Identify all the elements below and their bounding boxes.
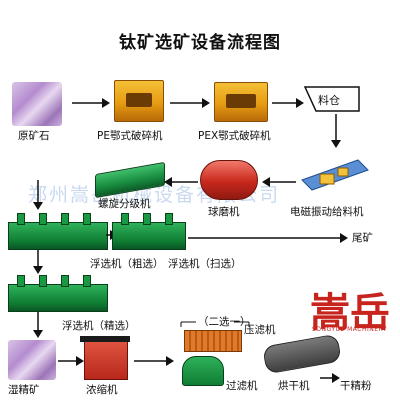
arrow-silo-down [331, 114, 341, 148]
pe-crusher-label: PE鄂式破碎机 [97, 130, 163, 142]
pe-crusher-image [114, 80, 164, 122]
filter-press-image [184, 330, 242, 352]
flotation-rough-label: 浮选机（粗选） [90, 258, 164, 270]
spiral-classifier-label: 螺旋分级机 [98, 198, 151, 210]
thickener-image [84, 340, 128, 380]
arrow-rough-to-clean [33, 250, 43, 274]
arrow-mill-to-classifier [164, 177, 198, 187]
ball-mill-label: 球磨机 [208, 206, 240, 218]
logo-seal: 嵩岳 [310, 289, 390, 336]
pex-crusher-label: PEX鄂式破碎机 [198, 130, 271, 142]
arrow-dryer-to-dry [320, 373, 340, 383]
arrow-pe-to-pex [170, 98, 210, 108]
raw-ore-label: 原矿石 [18, 130, 50, 142]
arrow-thickener-to-filter [134, 356, 174, 366]
silo-label: 料仓 [318, 94, 340, 107]
raw-ore-image [12, 82, 62, 126]
thickener-top [80, 336, 130, 342]
vibrating-feeder-image [301, 159, 369, 191]
ball-mill-image [200, 160, 258, 200]
vibrating-feeder-label: 电磁振动给料机 [290, 206, 364, 218]
arrow-pex-to-silo [272, 98, 304, 108]
dryer-label: 烘干机 [278, 380, 310, 392]
flotation-rough-image [8, 213, 108, 250]
arrow-to-tailings [188, 233, 348, 243]
dryer-image [262, 333, 342, 375]
wet-concentrate-image [8, 340, 56, 380]
arrow-classifier-to-flotation [33, 180, 43, 210]
silo-shape [304, 86, 360, 112]
filter-label: 过滤机 [226, 380, 258, 392]
filter-press-label: 压滤机 [244, 324, 276, 336]
flotation-clean-label: 浮选机（精选） [62, 320, 136, 332]
wet-concentrate-label: 湿精矿 [8, 384, 40, 396]
arrow-ore-to-pe [72, 98, 110, 108]
thickener-label: 浓缩机 [86, 384, 118, 396]
page-title: 钛矿选矿设备流程图 [119, 33, 281, 53]
flotation-clean-image [8, 275, 108, 312]
logo-subtext: SONGYUE MACHINERY [312, 326, 388, 333]
arrow-feeder-to-mill [262, 177, 296, 187]
dry-concentrate-label: 干精粉 [340, 380, 372, 392]
filter-image [182, 356, 224, 386]
arrow-clean-to-wet [33, 312, 43, 338]
two-stage-bracket [180, 321, 250, 327]
pex-crusher-image [214, 82, 268, 122]
tailings-label: 尾矿 [352, 232, 373, 244]
two-stage-label: （二选一） [198, 316, 251, 328]
arrow-wet-to-thickener [58, 356, 84, 366]
flotation-scavenge-label: 浮选机（扫选） [168, 258, 242, 270]
flotation-scavenge-image [112, 213, 186, 250]
